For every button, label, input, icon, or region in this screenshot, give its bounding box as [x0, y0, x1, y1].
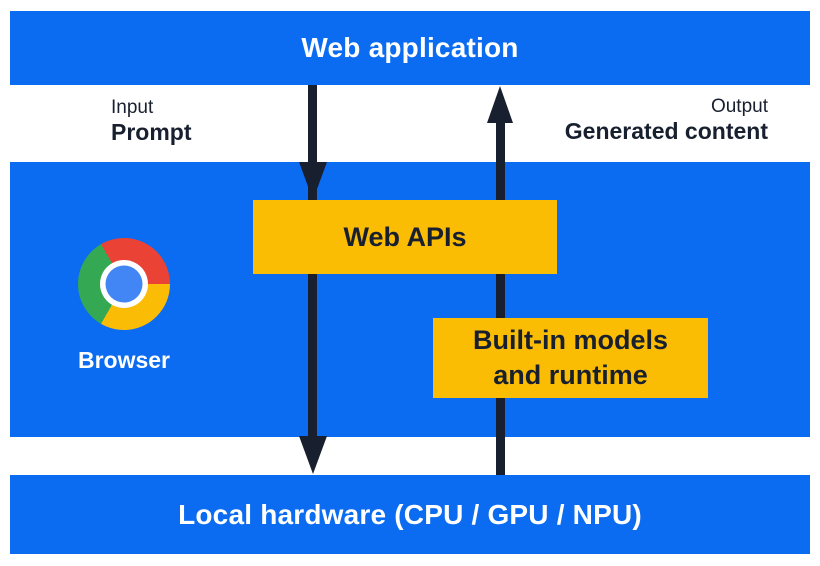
- output-title: Output: [710, 96, 768, 117]
- input-title: Input: [111, 97, 154, 118]
- output-value: Generated content: [564, 118, 768, 144]
- chrome-logo-icon: [78, 238, 170, 330]
- local-hardware-label: Local hardware (CPU / GPU / NPU): [178, 498, 642, 530]
- chrome-logo-center: [105, 265, 143, 303]
- builtin-models-label-line2: and runtime: [493, 360, 648, 390]
- local-hardware-bar: Local hardware (CPU / GPU / NPU): [10, 475, 810, 554]
- builtin-models-label-line1: Built-in models: [473, 325, 668, 355]
- web-application-label: Web application: [301, 32, 519, 63]
- input-label-group: Input Prompt: [111, 97, 192, 145]
- chrome-logo-ring: [100, 260, 148, 308]
- web-apis-box: Web APIs: [253, 200, 557, 274]
- arrow-down-icon: [299, 436, 327, 474]
- web-apis-label: Web APIs: [343, 221, 467, 252]
- arrow-up-icon: [487, 86, 513, 123]
- input-value: Prompt: [111, 119, 192, 145]
- output-flow-arrow-line: [496, 122, 505, 475]
- builtin-models-box: Built-in models and runtime: [433, 318, 708, 398]
- web-application-bar: Web application: [10, 11, 810, 85]
- output-label-group: Output Generated content: [565, 96, 768, 144]
- browser-label: Browser: [77, 347, 171, 373]
